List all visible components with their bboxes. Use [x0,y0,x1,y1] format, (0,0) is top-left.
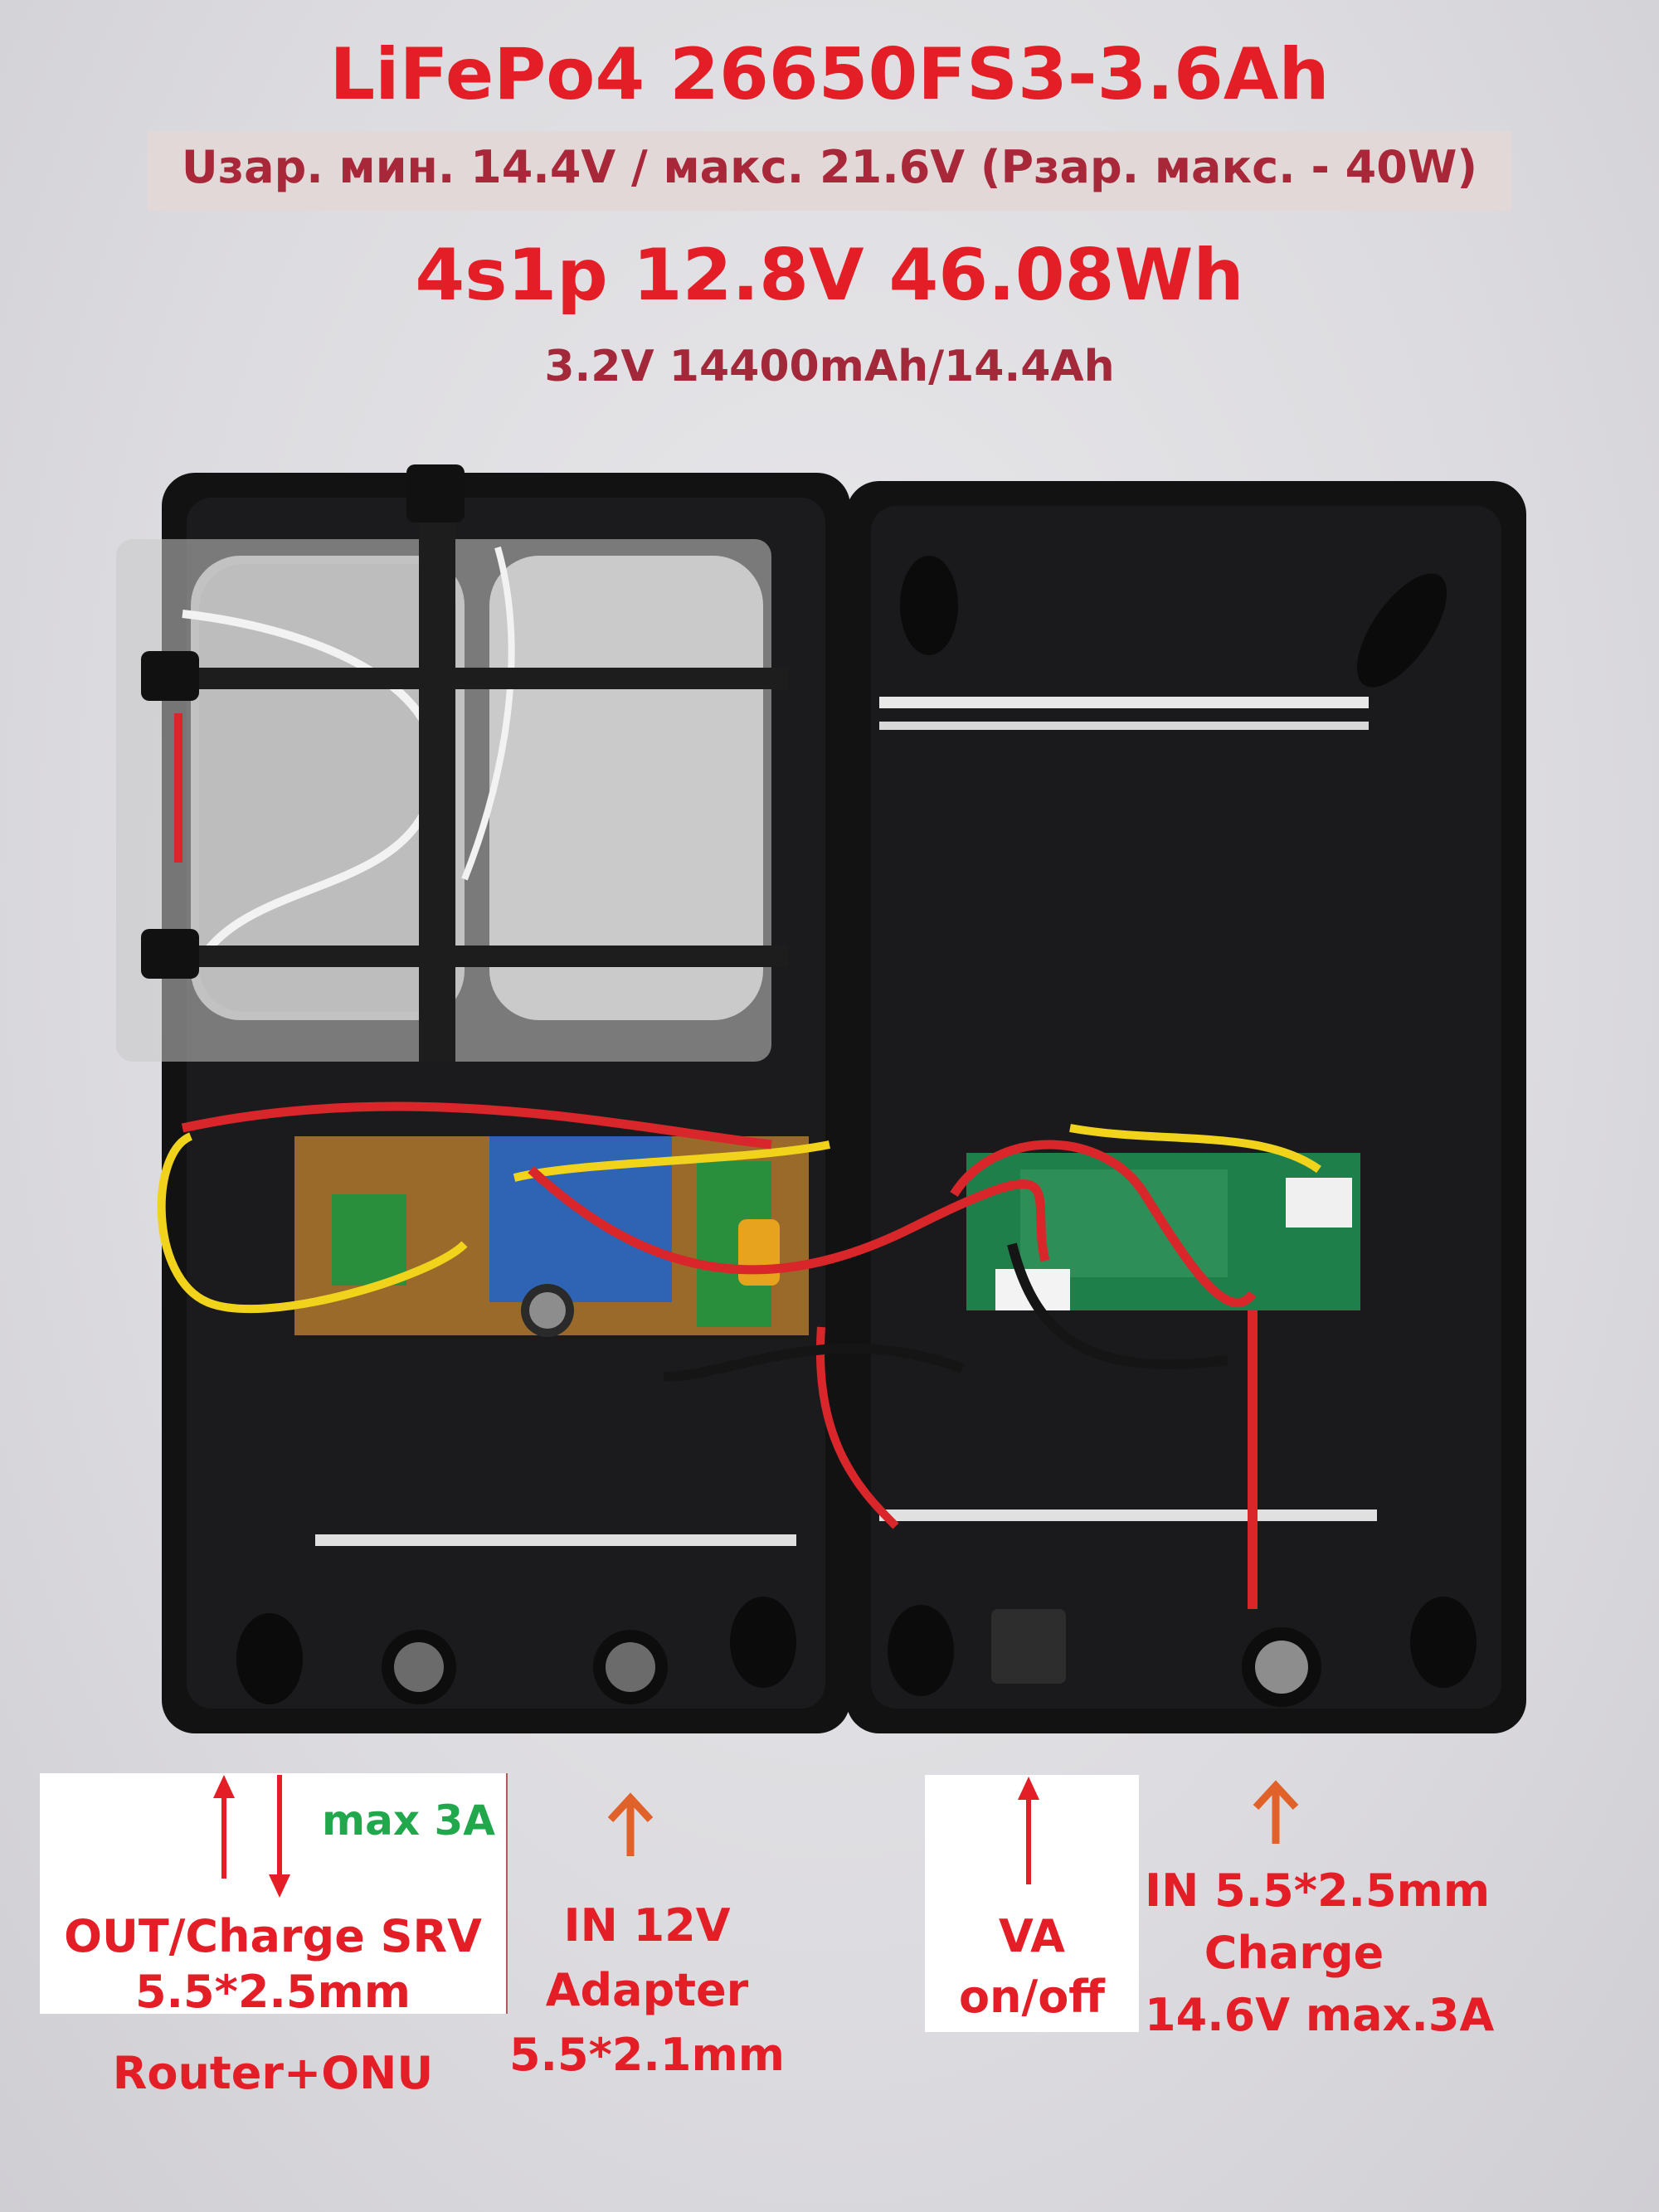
router-onu-label: Router+ONU [112,2047,434,2099]
battery-enclosure-photo [116,464,1526,1733]
charge-connector-label: IN 5.5*2.5mm [1145,1864,1491,1917]
in-12v-label: IN 12V [563,1899,731,1952]
in-12v-adapter: Adapter [545,1964,749,2016]
charge-label: Charge [1204,1927,1384,1979]
in-12v-arrow-icon [607,1792,654,1856]
up-arrow-icon [213,1775,235,1879]
subtitle-background [148,131,1511,211]
out-label-divider [506,1773,508,2014]
va-label: VA [999,1910,1065,1962]
down-arrow-icon [269,1775,290,1898]
out-connector-size: 5.5*2.5mm [134,1966,411,2018]
va-label-panel [925,1775,1139,2032]
capacity-heading: 3.2V 14400mAh/14.4Ah [544,342,1115,391]
charge-spec-label: 14.6V max.3A [1145,1989,1495,2041]
charge-arrow-icon [1253,1780,1299,1844]
out-label-panel [40,1773,506,2014]
subtitle: Uзар. мин. 14.4V / макс. 21.6V (Pзар. ма… [181,141,1478,193]
in-12v-connector-size: 5.5*2.1mm [508,2029,786,2081]
page-title: LiFePo4 26650FS3-3.6Ah [329,33,1330,116]
max-current-label: max 3A [322,1796,495,1845]
out-charge-label: OUT/Charge SRV [64,1910,482,1962]
va-switch-label: on/off [958,1971,1106,2023]
config-heading: 4s1p 12.8V 46.08Wh [415,234,1244,317]
va-arrow-icon [1018,1777,1039,1884]
